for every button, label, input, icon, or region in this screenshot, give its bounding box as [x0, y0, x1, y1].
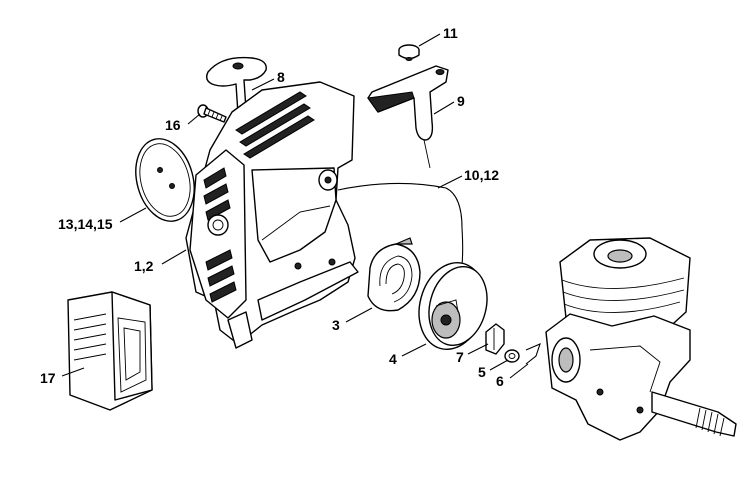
label-13-14-15: 13,14,15	[58, 216, 113, 232]
label-6: 6	[496, 373, 504, 389]
label-17: 17	[40, 370, 56, 386]
part-5-washer	[504, 349, 520, 363]
part-labels: 11 8 9 16 10,12 13,14,15 1,2 3 4 7 5 6 1…	[40, 25, 504, 389]
part-6-spring-clip	[525, 343, 541, 365]
label-1-2: 1,2	[134, 258, 154, 274]
label-8: 8	[277, 69, 285, 85]
part-9-starter-handle	[367, 65, 449, 169]
part-13-14-15-cover-plate	[135, 138, 195, 222]
part-7-pawl	[485, 323, 505, 355]
part-10-12-starter-rope	[337, 182, 464, 279]
label-10-12: 10,12	[464, 167, 499, 183]
part-8-starter-grip	[205, 56, 267, 127]
label-7: 7	[456, 349, 464, 365]
label-9: 9	[457, 93, 465, 109]
label-11: 11	[443, 25, 458, 41]
part-4-rope-rotor	[418, 261, 488, 351]
part-16-screw	[197, 104, 227, 123]
part-11-grip-cap	[398, 44, 420, 61]
part-3-rewind-spring	[367, 237, 421, 312]
label-5: 5	[478, 364, 486, 380]
engine-assembly	[545, 237, 737, 441]
part-1-2-fan-housing	[185, 81, 359, 349]
part-17-intake-cover	[67, 291, 153, 411]
label-4: 4	[389, 351, 397, 367]
label-16: 16	[165, 117, 181, 133]
label-3: 3	[332, 317, 340, 333]
leader-lines	[61, 33, 529, 379]
